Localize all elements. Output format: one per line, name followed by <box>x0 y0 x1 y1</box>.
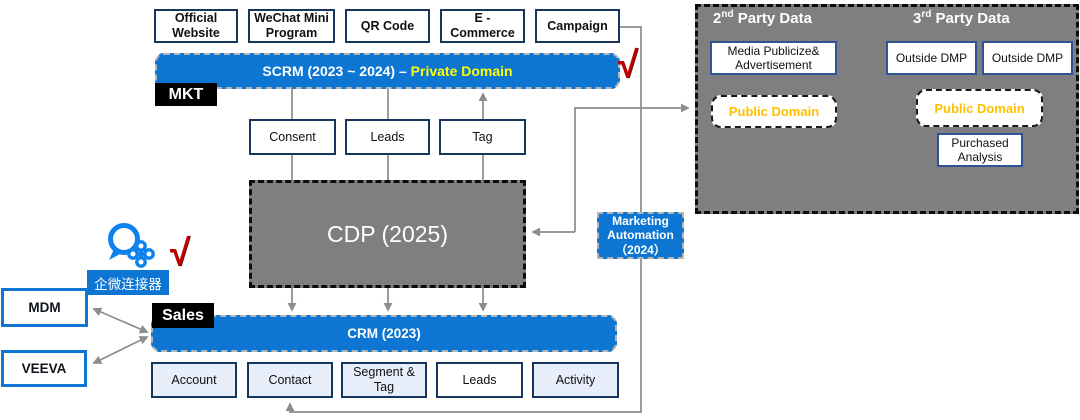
second-party-sup: nd <box>721 9 734 20</box>
arrow-into-party-panel <box>574 103 690 232</box>
arrow-veeva-crm <box>92 336 149 364</box>
outside-dmp-box-2: Outside DMP <box>982 41 1073 75</box>
second-party-header: 2nd Party Data <box>713 9 812 27</box>
source-label: E - Commerce <box>450 11 515 40</box>
mkt-label: MKT <box>155 83 217 106</box>
media-publicize-label: Media Publicize& Advertisement <box>727 43 820 72</box>
consent-box: Consent <box>249 119 336 155</box>
public-domain-label: Public Domain <box>934 100 1025 116</box>
leads-label: Leads <box>370 129 405 144</box>
ma-line: （2024） <box>615 242 666 257</box>
source-box-wechat-mini-program: WeChat Mini Program <box>248 9 335 43</box>
scrm-private-domain-highlight: Private Domain <box>410 63 513 79</box>
crm-bar: CRM (2023) <box>151 315 617 352</box>
purchased-analysis-label: Purchased Analysis <box>951 135 1009 164</box>
account-box: Account <box>151 362 237 398</box>
ma-line: Marketing <box>612 213 669 228</box>
third-party-header: 3rd Party Data <box>913 9 1010 27</box>
source-box-e-commerce: E - Commerce <box>440 9 525 43</box>
marketing-automation-box: Marketing Automation （2024） <box>597 212 684 259</box>
leads-crm-box: Leads <box>436 362 523 398</box>
source-label: Campaign <box>547 18 608 33</box>
source-box-campaign: Campaign <box>535 9 620 43</box>
media-publicize-box: Media Publicize& Advertisement <box>710 41 837 75</box>
cdp-label: CDP (2025) <box>326 220 449 247</box>
source-box-qr-code: QR Code <box>345 9 430 43</box>
third-party-sup: rd <box>921 9 932 20</box>
red-checkmark-scrm: √ <box>618 44 639 85</box>
ma-line: Automation <box>607 228 674 243</box>
outside-dmp-box-1: Outside DMP <box>886 41 977 75</box>
source-label: Official Website <box>172 11 220 40</box>
veeva-box: VEEVA <box>1 350 87 387</box>
outside-dmp-label: Outside DMP <box>991 50 1064 65</box>
segment-tag-label: Segment & Tag <box>353 365 415 394</box>
account-label: Account <box>171 372 217 387</box>
tag-label: Tag <box>472 129 493 144</box>
crm-label: CRM (2023) <box>347 326 421 341</box>
source-box-official-website: Official Website <box>154 9 238 43</box>
line-campaign-ma-contact <box>285 26 642 413</box>
public-domain-box-2nd: Public Domain <box>711 95 837 128</box>
source-label: WeChat Mini Program <box>254 11 329 40</box>
source-label: QR Code <box>360 18 415 33</box>
public-domain-label: Public Domain <box>728 104 820 119</box>
contact-box: Contact <box>247 362 333 398</box>
sales-label: Sales <box>152 303 214 328</box>
leads-mid-box: Leads <box>345 119 430 155</box>
purchased-analysis-box: Purchased Analysis <box>937 133 1023 167</box>
scrm-label: SCRM (2023 ~ 2024) – Private Domain <box>262 63 513 79</box>
scrm-bar: SCRM (2023 ~ 2024) – Private Domain <box>155 53 620 89</box>
cdp-box: CDP (2025) <box>249 180 526 288</box>
contact-label: Contact <box>268 372 312 387</box>
wecom-icon <box>108 223 155 268</box>
tag-box: Tag <box>439 119 526 155</box>
arrow-mdm-crm <box>92 307 149 334</box>
leads-crm-label: Leads <box>462 372 497 387</box>
consent-label: Consent <box>269 129 316 144</box>
segment-tag-box: Segment & Tag <box>341 362 427 398</box>
wecom-connector-box: 企微连接器 <box>87 270 169 295</box>
activity-label: Activity <box>555 372 596 387</box>
red-checkmark-wecom: √ <box>170 232 191 273</box>
outside-dmp-label: Outside DMP <box>895 50 968 65</box>
mdm-box: MDM <box>1 288 88 327</box>
public-domain-box-3rd: Public Domain <box>916 89 1043 127</box>
activity-box: Activity <box>532 362 619 398</box>
